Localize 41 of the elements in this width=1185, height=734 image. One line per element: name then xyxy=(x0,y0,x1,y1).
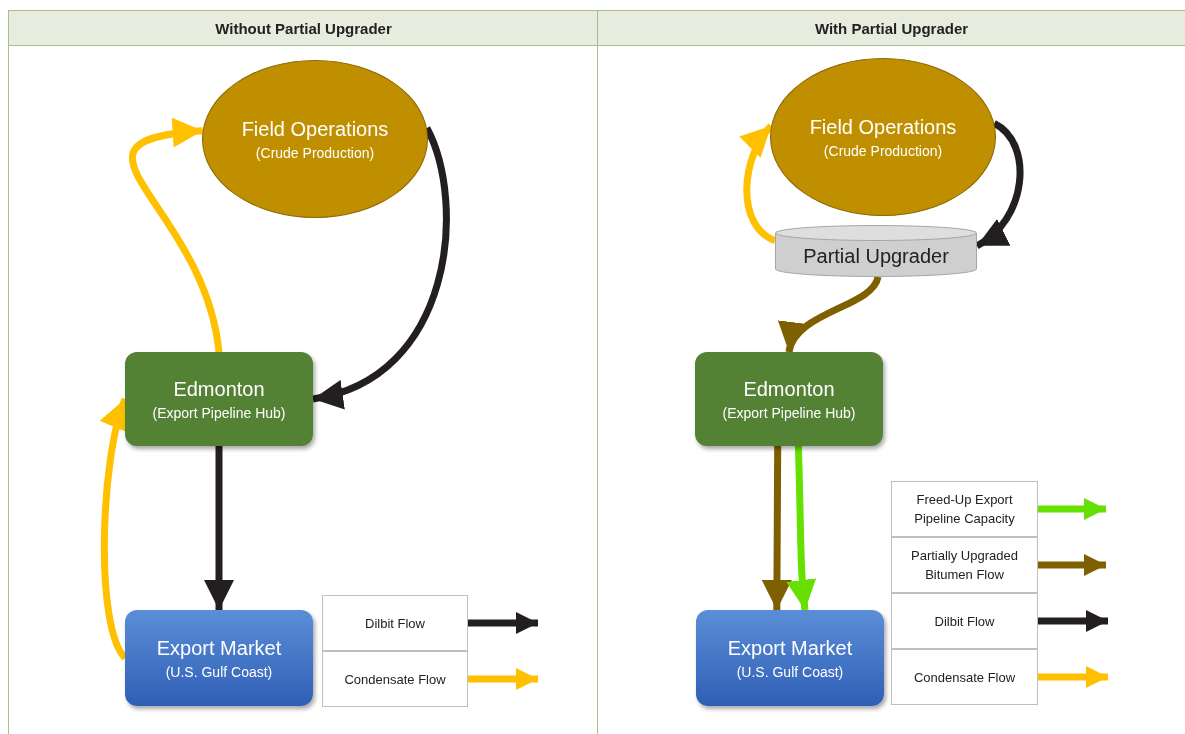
arrow xyxy=(740,123,777,244)
node-title: Edmonton xyxy=(743,377,835,401)
legend-text: Condensate Flow xyxy=(913,668,1016,687)
cylinder-node xyxy=(775,225,977,277)
node-subtitle: (Crude Production) xyxy=(255,144,375,161)
rounded-box xyxy=(125,352,313,446)
panel xyxy=(8,10,599,734)
node-title: Export Market xyxy=(156,636,282,660)
node-title: Field Operations xyxy=(241,117,389,141)
panel xyxy=(597,10,1185,734)
node-title: Field Operations xyxy=(809,115,957,139)
legend-box xyxy=(891,481,1038,537)
node-title: Edmonton xyxy=(173,377,265,401)
rounded-box xyxy=(695,352,883,446)
legend-text: Dilbit Flow xyxy=(934,612,995,631)
legend-box xyxy=(322,651,468,707)
node-subtitle: (U.S. Gulf Coast) xyxy=(736,663,844,680)
panel-heading: With Partial Upgrader xyxy=(598,11,1185,46)
legend-box xyxy=(891,649,1038,705)
node-subtitle: (Export Pipeline Hub) xyxy=(152,404,286,421)
panel-heading: Without Partial Upgrader xyxy=(9,11,598,46)
legend-text: Dilbit Flow xyxy=(365,614,425,633)
arrow xyxy=(975,120,1024,249)
legend-box xyxy=(322,595,468,651)
arrow xyxy=(312,126,450,407)
node-title: Export Market xyxy=(727,636,853,660)
node-title: Partial Upgrader xyxy=(803,244,949,268)
legend-text: Condensate Flow xyxy=(344,670,446,689)
legend-box xyxy=(891,593,1038,649)
rounded-box xyxy=(125,610,313,706)
arrow xyxy=(761,446,792,610)
arrow xyxy=(204,446,234,610)
node-subtitle: (U.S. Gulf Coast) xyxy=(165,663,273,680)
node-subtitle: (Export Pipeline Hub) xyxy=(722,404,856,421)
legend-box xyxy=(891,537,1038,593)
legend-text: Freed-Up Export Pipeline Capacity xyxy=(913,491,1016,528)
arrow xyxy=(129,118,223,353)
rounded-box xyxy=(696,610,884,706)
arrow xyxy=(786,445,817,611)
node-subtitle: (Crude Production) xyxy=(823,142,943,159)
legend-text: Partially Upgraded Bitumen Flow xyxy=(910,547,1019,584)
